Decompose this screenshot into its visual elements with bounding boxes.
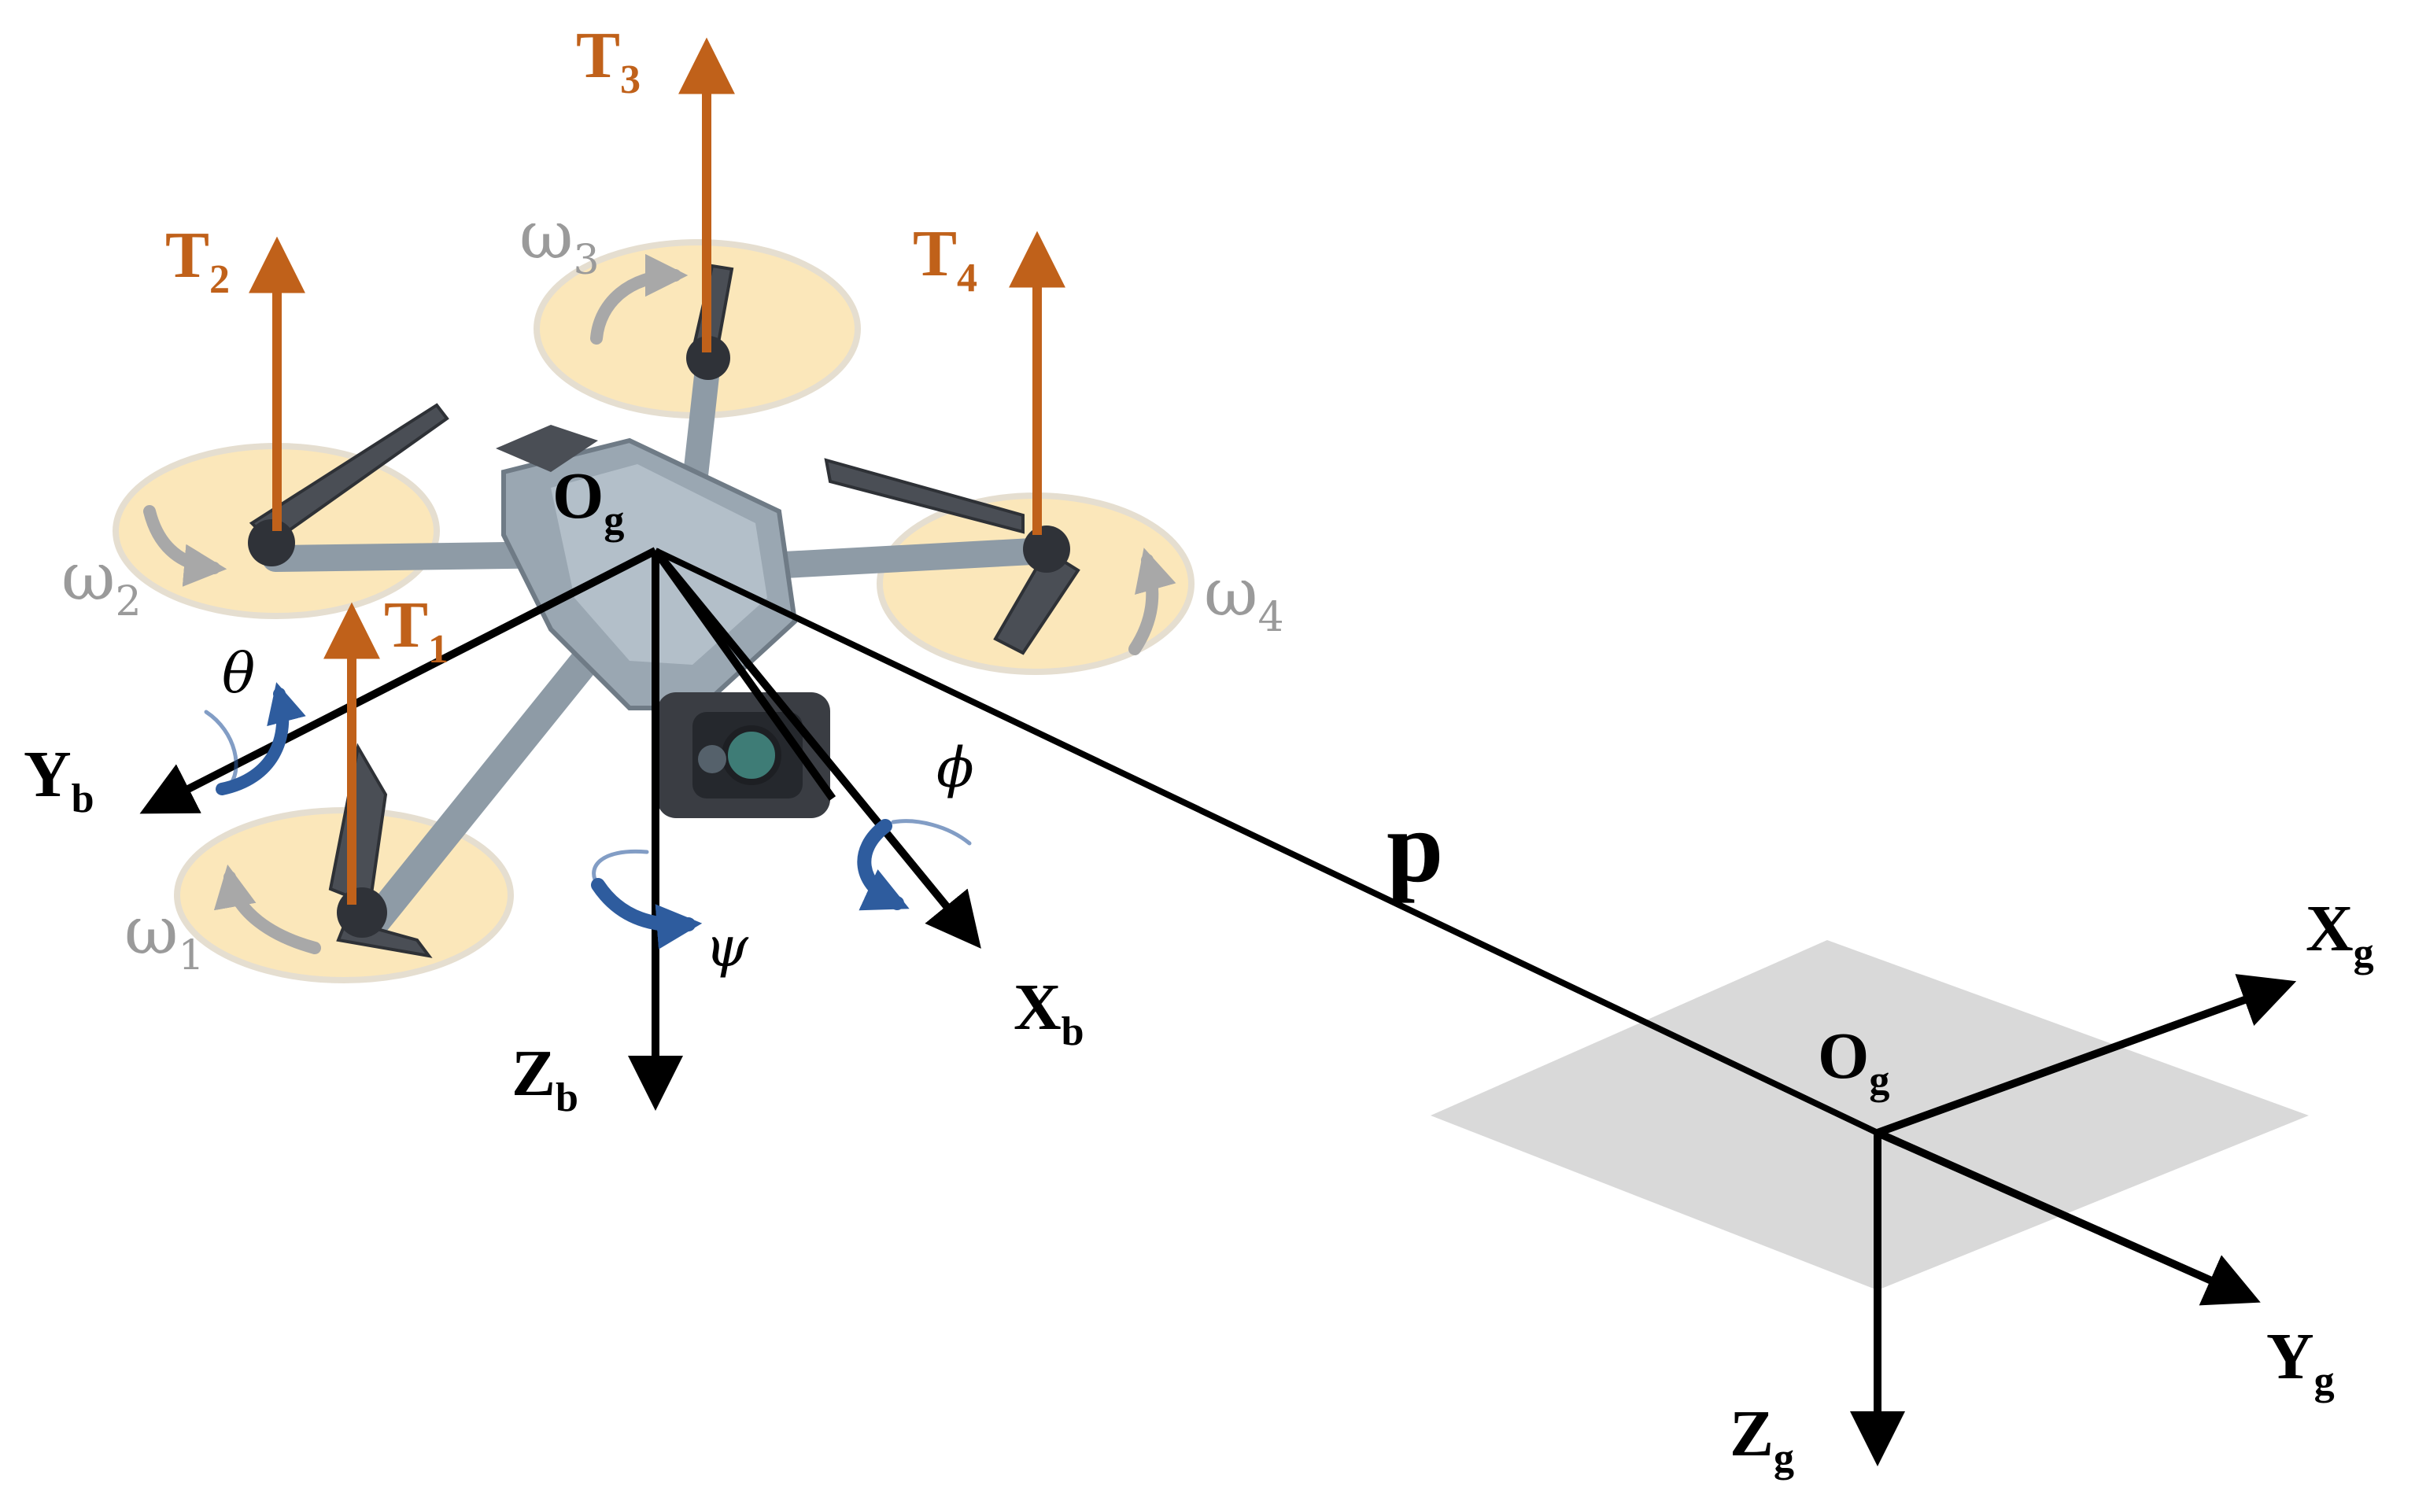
- position-vector: [654, 548, 1879, 1136]
- rotor-speed-label-1: ω1: [124, 892, 205, 979]
- body-x-label: Xb: [1014, 971, 1084, 1054]
- spin-arrow-1: [213, 864, 321, 954]
- ground-plane: [1431, 940, 2309, 1290]
- rotor-spin-arrows: [143, 253, 1176, 954]
- pitch-angle-label: θ: [222, 641, 255, 706]
- ground-x-axis: [1876, 974, 2297, 1137]
- rotor-speed-label-4: ω4: [1204, 554, 1284, 641]
- spin-arrow-3: [590, 253, 689, 345]
- rotor-speed-label-2: ω2: [61, 538, 142, 625]
- thrust-label-1: T1: [384, 588, 449, 672]
- roll-rotation-arrow: [891, 819, 972, 846]
- ground-y-axis: [1875, 1129, 2261, 1306]
- text-labels: Og Og Yb Zb Xb Xg Yg Zg p θ ϕ ψ T1 T2 T3…: [24, 19, 2374, 1481]
- position-vector-label: p: [1387, 791, 1443, 904]
- body-z-label: Zb: [511, 1037, 578, 1120]
- ground-frame-axes: [1850, 974, 2297, 1466]
- rotation-arrows: [204, 682, 972, 950]
- roll-angle-label: ϕ: [936, 736, 974, 800]
- spin-arrow-2: [143, 505, 227, 587]
- roll-rotation-arrow-head: [857, 819, 910, 911]
- spin-arrow-4: [1128, 548, 1176, 655]
- yaw-angle-label: ψ: [705, 915, 749, 979]
- body-y-axis: [139, 547, 658, 814]
- body-diag: [652, 548, 836, 801]
- body-frame-axes: [139, 547, 981, 1111]
- rotor-speed-label-3: ω3: [519, 197, 600, 284]
- thrust-label-3: T3: [576, 19, 641, 102]
- ground-x-label: Xg: [2306, 892, 2374, 975]
- ground-origin-label: Og: [1818, 1020, 1889, 1103]
- thrust-arrows: [249, 37, 1065, 905]
- thrust-label-2: T2: [165, 219, 230, 302]
- body-y-label: Yb: [24, 738, 94, 821]
- body-x-axis: [652, 548, 981, 949]
- ground-y-label: Yg: [2266, 1320, 2335, 1403]
- yaw-rotation-arrow-head: [591, 878, 703, 950]
- body-origin-label: Og: [552, 459, 624, 543]
- ground-z-label: Zg: [1730, 1397, 1794, 1481]
- pitch-rotation-arrow-head: [216, 682, 306, 795]
- thrust-label-4: T4: [913, 217, 977, 301]
